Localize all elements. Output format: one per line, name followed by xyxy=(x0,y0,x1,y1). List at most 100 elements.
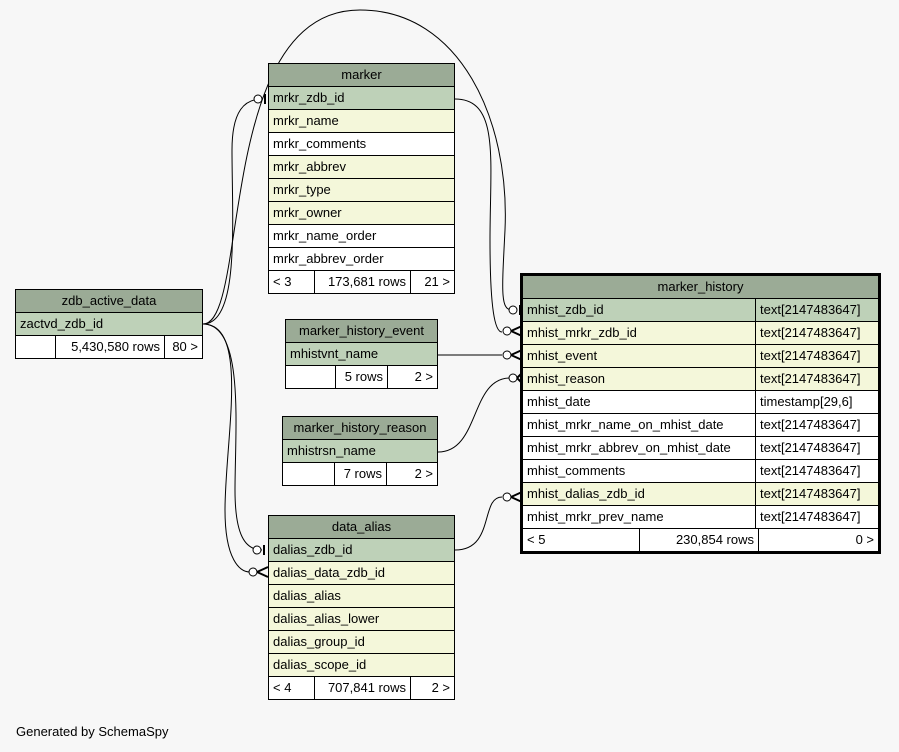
parents-link[interactable]: < 3 xyxy=(269,271,315,293)
column-type: text[2147483647] xyxy=(760,371,861,386)
edge-marker-circle xyxy=(248,567,258,577)
column-type: text[2147483647] xyxy=(760,417,861,432)
column-type: text[2147483647] xyxy=(760,463,861,478)
edge-zdb-to-dalias-data-zdb-id xyxy=(202,323,251,573)
column-type: text[2147483647] xyxy=(760,302,861,317)
column-mrkr-abbrev-order[interactable]: mrkr_abbrev_order xyxy=(269,248,454,271)
column-mrkr-zdb-id[interactable]: mrkr_zdb_id xyxy=(269,87,454,110)
edge-marker-circle xyxy=(502,350,512,360)
column-mrkr-comments[interactable]: mrkr_comments xyxy=(269,133,454,156)
table-footer: < 3 173,681 rows 21 > xyxy=(269,271,454,293)
column-mhist-event[interactable]: mhist_event text[2147483647] xyxy=(523,345,878,368)
parents-link[interactable] xyxy=(16,336,56,358)
column-mhist-mrkr-zdb-id[interactable]: mhist_mrkr_zdb_id text[2147483647] xyxy=(523,322,878,345)
column-type: text[2147483647] xyxy=(760,509,861,524)
table-footer: < 5 230,854 rows 0 > xyxy=(523,529,878,551)
table-marker-history[interactable]: marker_history mhist_zdb_id text[21474836… xyxy=(520,273,881,554)
column-mhist-mrkr-name-on-mhist-date[interactable]: mhist_mrkr_name_on_mhist_date text[214748… xyxy=(523,414,878,437)
table-title[interactable]: marker_history_reason xyxy=(283,417,437,440)
column-dalias-data-zdb-id[interactable]: dalias_data_zdb_id xyxy=(269,562,454,585)
row-count: 707,841 rows xyxy=(315,677,411,699)
table-footer: < 4 707,841 rows 2 > xyxy=(269,677,454,699)
column-name: mhist_dalias_zdb_id xyxy=(523,483,756,505)
children-link[interactable]: 2 > xyxy=(431,680,450,695)
edge-reason-to-mhist-reason xyxy=(437,377,511,453)
edge-marker-circle xyxy=(253,94,263,104)
children-link[interactable]: 2 > xyxy=(414,466,433,481)
column-mrkr-name-order[interactable]: mrkr_name_order xyxy=(269,225,454,248)
parents-link[interactable]: < 5 xyxy=(523,529,640,551)
children-link[interactable]: 21 > xyxy=(424,274,450,289)
table-footer: 5 rows 2 > xyxy=(286,366,437,388)
schemaspy-credit[interactable]: Generated by SchemaSpy xyxy=(16,724,169,739)
column-type: text[2147483647] xyxy=(760,348,861,363)
column-mhistrsn-name[interactable]: mhistrsn_name xyxy=(283,440,437,463)
edge-marker-crowfoot xyxy=(256,566,269,578)
children-link[interactable]: 0 > xyxy=(855,532,874,547)
column-name: mhist_date xyxy=(523,391,756,413)
column-name: mhist_comments xyxy=(523,460,756,482)
edge-zdb-to-marker xyxy=(202,98,263,325)
table-zdb-active-data[interactable]: zdb_active_data zactvd_zdb_id 5,430,580 … xyxy=(15,289,203,359)
column-mrkr-type[interactable]: mrkr_type xyxy=(269,179,454,202)
row-count: 173,681 rows xyxy=(315,271,411,293)
column-name: mhist_mrkr_abbrev_on_mhist_date xyxy=(523,437,756,459)
column-name: mhist_reason xyxy=(523,368,756,390)
table-title[interactable]: marker xyxy=(269,64,454,87)
table-title[interactable]: marker_history_event xyxy=(286,320,437,343)
edge-marker-circle xyxy=(252,545,262,555)
parents-link[interactable] xyxy=(283,463,335,485)
edge-zdb-to-mhist-zdb-id xyxy=(202,9,513,325)
parents-link[interactable]: < 4 xyxy=(269,677,315,699)
table-footer: 5,430,580 rows 80 > xyxy=(16,336,202,358)
edge-dalias-to-mhist-dalias xyxy=(454,496,503,551)
edge-marker-circle xyxy=(502,492,512,502)
column-dalias-alias[interactable]: dalias_alias xyxy=(269,585,454,608)
column-mhist-mrkr-abbrev-on-mhist-date[interactable]: mhist_mrkr_abbrev_on_mhist_date text[2147… xyxy=(523,437,878,460)
column-mhist-date[interactable]: mhist_date timestamp[29,6] xyxy=(523,391,878,414)
table-title[interactable]: marker_history xyxy=(523,276,878,299)
row-count: 5 rows xyxy=(336,366,388,388)
column-dalias-group-id[interactable]: dalias_group_id xyxy=(269,631,454,654)
edge-marker-circle xyxy=(502,326,512,336)
column-mrkr-name[interactable]: mrkr_name xyxy=(269,110,454,133)
column-type: text[2147483647] xyxy=(760,325,861,340)
row-count: 5,430,580 rows xyxy=(56,336,165,358)
column-mrkr-owner[interactable]: mrkr_owner xyxy=(269,202,454,225)
column-dalias-zdb-id[interactable]: dalias_zdb_id xyxy=(269,539,454,562)
column-type: text[2147483647] xyxy=(760,486,861,501)
column-name: mhist_event xyxy=(523,345,756,367)
column-dalias-alias-lower[interactable]: dalias_alias_lower xyxy=(269,608,454,631)
column-mhistvnt-name[interactable]: mhistvnt_name xyxy=(286,343,437,366)
column-name: mhist_mrkr_zdb_id xyxy=(523,322,756,344)
column-name: mhist_mrkr_name_on_mhist_date xyxy=(523,414,756,436)
column-name: mhist_mrkr_prev_name xyxy=(523,506,756,528)
column-mhist-zdb-id[interactable]: mhist_zdb_id text[2147483647] xyxy=(523,299,878,322)
column-mrkr-abbrev[interactable]: mrkr_abbrev xyxy=(269,156,454,179)
column-type: text[2147483647] xyxy=(760,440,861,455)
children-link[interactable]: 2 > xyxy=(414,369,433,384)
table-title[interactable]: data_alias xyxy=(269,516,454,539)
table-marker-history-event[interactable]: marker_history_event mhistvnt_name 5 row… xyxy=(285,319,438,389)
edge-marker-circle xyxy=(508,373,518,383)
column-mhist-reason[interactable]: mhist_reason text[2147483647] xyxy=(523,368,878,391)
column-name: mhist_zdb_id xyxy=(523,299,756,321)
parents-link[interactable] xyxy=(286,366,336,388)
table-marker-history-reason[interactable]: marker_history_reason mhistrsn_name 7 ro… xyxy=(282,416,438,486)
edge-marker-circle xyxy=(508,305,518,315)
table-marker[interactable]: marker mrkr_zdb_id mrkr_name mrkr_commen… xyxy=(268,63,455,294)
column-dalias-scope-id[interactable]: dalias_scope_id xyxy=(269,654,454,677)
row-count: 230,854 rows xyxy=(640,529,759,551)
column-zactvd-zdb-id[interactable]: zactvd_zdb_id xyxy=(16,313,202,336)
column-mhist-comments[interactable]: mhist_comments text[2147483647] xyxy=(523,460,878,483)
table-title[interactable]: zdb_active_data xyxy=(16,290,202,313)
column-mhist-dalias-zdb-id[interactable]: mhist_dalias_zdb_id text[2147483647] xyxy=(523,483,878,506)
column-mhist-mrkr-prev-name[interactable]: mhist_mrkr_prev_name text[2147483647] xyxy=(523,506,878,529)
children-link[interactable]: 80 > xyxy=(172,339,198,354)
table-data-alias[interactable]: data_alias dalias_zdb_id dalias_data_zdb… xyxy=(268,515,455,700)
column-type: timestamp[29,6] xyxy=(760,394,853,409)
table-footer: 7 rows 2 > xyxy=(283,463,437,485)
edge-marker-to-mhist-mrkr xyxy=(454,98,503,333)
row-count: 7 rows xyxy=(335,463,387,485)
edge-zdb-to-dalias-zdb-id xyxy=(202,323,263,551)
